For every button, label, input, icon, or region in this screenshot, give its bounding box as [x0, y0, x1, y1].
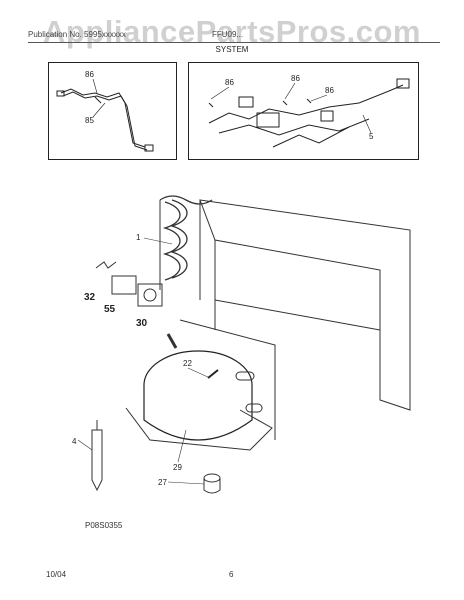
inset-wiring-harness: 86 85	[48, 62, 177, 160]
callout-86: 86	[291, 74, 300, 83]
callout-22: 22	[183, 359, 192, 368]
footer-date: 10/04	[46, 570, 67, 579]
callout-27: 27	[158, 478, 167, 487]
section-title: SYSTEM	[215, 45, 249, 54]
callout-30: 30	[136, 318, 148, 329]
header-rule	[28, 42, 440, 43]
callout-86: 86	[325, 86, 334, 95]
callout-85: 85	[85, 116, 94, 125]
drawing-reference: P08S0355	[85, 521, 123, 530]
callout-86: 86	[85, 70, 94, 79]
callout-55: 55	[104, 304, 116, 315]
callout-29: 29	[173, 463, 182, 472]
inset-a-drawing: 86 85	[56, 70, 154, 152]
inset-b-drawing: 86 86 86 5	[208, 74, 410, 148]
callout-32: 32	[84, 292, 96, 303]
callout-86: 86	[225, 78, 234, 87]
callout-5: 5	[369, 132, 374, 141]
publication-number: Publication No. 5995xxxxxx	[28, 30, 126, 39]
model-number: FFU09...	[212, 30, 244, 39]
inset-relay-overload: 86 86 86 5	[188, 62, 419, 160]
watermark-logo: AppliancePartsPros.com	[43, 14, 421, 49]
callout-1: 1	[136, 233, 141, 242]
footer-page-number: 6	[229, 570, 234, 579]
callout-4: 4	[72, 437, 77, 446]
